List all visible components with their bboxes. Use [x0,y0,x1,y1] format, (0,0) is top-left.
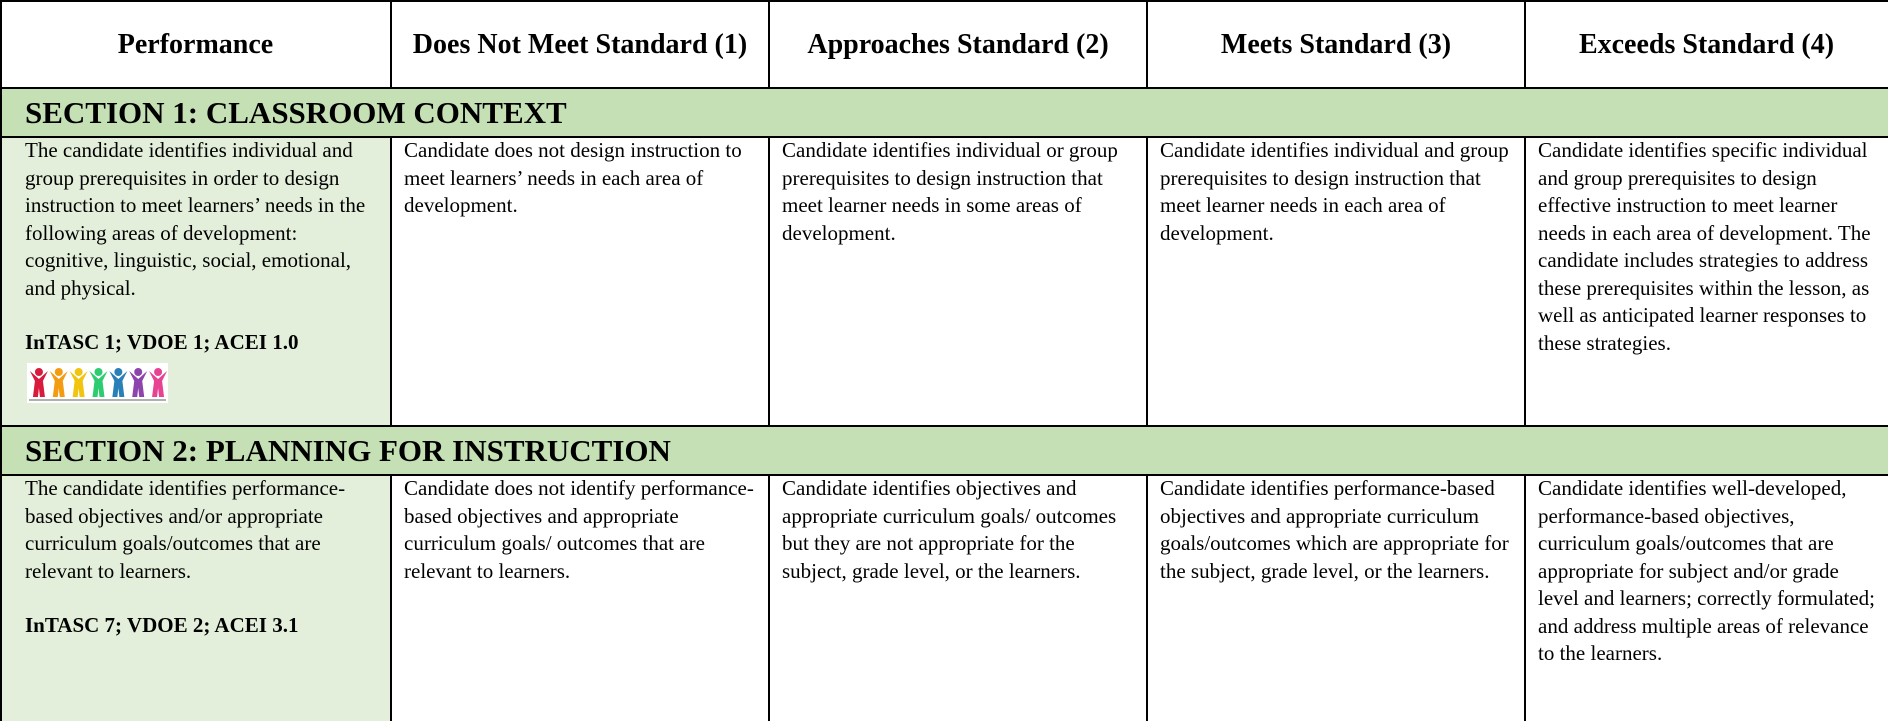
child-figure [149,368,168,397]
header-row: Performance Does Not Meet Standard (1) A… [0,0,1888,88]
header-exceeds: Exceeds Standard (4) [1578,28,1835,60]
child-figure [49,368,68,397]
section-1-row: The candidate identifies individual and … [0,137,1888,426]
section-2-band: SECTION 2: PLANNING FOR INSTRUCTION [0,426,1888,475]
grid-line [1146,0,1148,88]
grid-line [768,0,770,88]
section-1-standards: InTASC 1; VDOE 1; ACEI 1.0 [25,330,299,354]
section-2-performance-text: The candidate identifies performance-bas… [25,476,346,583]
section-1-level-2: Candidate identifies individual or group… [782,138,1118,245]
grid-line [1524,475,1526,721]
child-figure [89,368,108,397]
section-2-row: The candidate identifies performance-bas… [0,475,1888,721]
grid-line [768,475,770,721]
grid-line [0,425,1888,427]
section-1-level-1: Candidate does not design instruction to… [404,138,742,217]
section-1-level-3: Candidate identifies individual and grou… [1160,138,1509,245]
section-1-band: SECTION 1: CLASSROOM CONTEXT [0,88,1888,137]
section-2-level-4: Candidate identifies well-developed, per… [1538,476,1876,665]
grid-line [0,474,1888,476]
child-figure [109,368,128,397]
section-2-performance-cell: The candidate identifies performance-bas… [0,475,391,721]
grid-line [390,137,392,426]
header-approaches: Approaches Standard (2) [807,28,1109,60]
grid-line [390,475,392,721]
grid-line [1524,0,1526,88]
section-2-level-1: Candidate does not identify performance-… [404,476,754,583]
grid-line [390,0,392,88]
grid-line [0,87,1888,89]
grid-line [0,136,1888,138]
section-1-performance-text: The candidate identifies individual and … [25,138,366,300]
grid-line [0,0,2,721]
section-2-standards: InTASC 7; VDOE 2; ACEI 3.1 [25,613,299,637]
section-2-level-3: Candidate identifies performance-based o… [1160,476,1509,583]
grid-line [0,0,1888,2]
grid-line [1146,137,1148,426]
grid-line [768,137,770,426]
grid-line [1146,475,1148,721]
section-2-title: SECTION 2: PLANNING FOR INSTRUCTION [25,433,671,468]
section-1-level-4: Candidate identifies specific individual… [1538,138,1871,355]
header-performance: Performance [117,28,274,60]
section-1-title: SECTION 1: CLASSROOM CONTEXT [25,95,567,130]
child-figure [129,368,148,397]
children-logo-icon [27,363,168,403]
grid-line [1524,137,1526,426]
child-figure [69,368,88,397]
header-does-not-meet: Does Not Meet Standard (1) [412,28,748,60]
header-meets: Meets Standard (3) [1220,28,1452,60]
child-figure [29,368,48,397]
section-2-level-2: Candidate identifies objectives and appr… [782,476,1117,583]
